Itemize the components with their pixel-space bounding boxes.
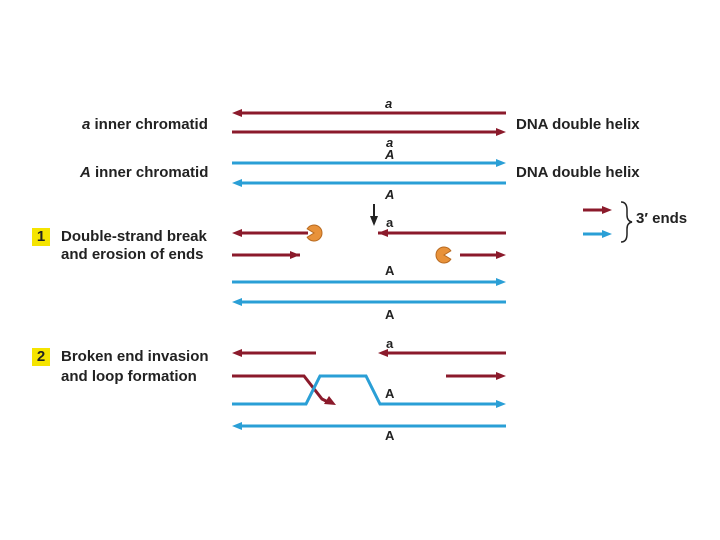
allele-A-top-2: A bbox=[385, 187, 395, 202]
blue-strand-step2-loop bbox=[232, 374, 500, 406]
A-allele-prefix: A bbox=[80, 164, 91, 181]
a-inner-chromatid-text: inner chromatid bbox=[90, 116, 208, 133]
dna-double-helix-label-1: DNA double helix bbox=[516, 116, 640, 133]
blue-strand-step1-upper-arrowhead bbox=[496, 278, 506, 286]
step-2-line-2: and loop formation bbox=[61, 368, 197, 385]
a-inner-chromatid-label: a inner chromatid bbox=[82, 116, 208, 134]
diagram-marks bbox=[232, 109, 633, 430]
red-strand-step1-right-upper-end-arrowhead bbox=[378, 229, 388, 237]
step-1-line-2: and erosion of ends bbox=[61, 246, 204, 263]
step-1-line-1: Double-strand break bbox=[61, 228, 207, 245]
nuclease-left-icon bbox=[306, 224, 323, 242]
nuclease-right-icon bbox=[435, 246, 452, 264]
three-prime-ends-label: 3′ ends bbox=[636, 210, 688, 227]
dna-strands bbox=[232, 111, 606, 428]
red-strand-step2-invading-arrowhead bbox=[324, 396, 336, 405]
dna-double-helix-label-2: DNA double helix bbox=[516, 164, 640, 181]
blue-strand-step2-lower-arrowhead bbox=[232, 422, 242, 430]
red-strand-step1-left-lower-end-arrowhead bbox=[290, 251, 300, 259]
allele-A-step2-1: A bbox=[385, 386, 395, 401]
allele-A-top-1: A bbox=[385, 147, 395, 162]
blue-strand-step1-lower-arrowhead bbox=[232, 298, 242, 306]
legend-red-strand-arrowhead bbox=[602, 206, 612, 214]
red-strand-top-lower-arrowhead bbox=[496, 128, 506, 136]
a-allele-prefix: a bbox=[82, 116, 91, 133]
allele-A-step2-2: A bbox=[385, 428, 395, 443]
allele-A-step1-1: A bbox=[385, 263, 395, 278]
legend-brace bbox=[620, 201, 633, 243]
step-2-line-1: Broken end invasion bbox=[61, 348, 209, 365]
A-inner-chromatid-label: A inner chromatid bbox=[80, 164, 208, 182]
blue-strand-top-lower-arrowhead bbox=[232, 179, 242, 187]
allele-a-step2: a bbox=[386, 336, 394, 351]
red-strand-step2-left-upper-arrowhead bbox=[232, 349, 242, 357]
blue-strand-step2-loop-arrowhead bbox=[496, 400, 506, 408]
red-strand-top-upper-arrowhead bbox=[232, 109, 242, 117]
allele-a-top-2: a bbox=[386, 135, 394, 150]
A-inner-chromatid-text: inner chromatid bbox=[90, 164, 209, 181]
red-strand-step2-right-upper-arrowhead bbox=[378, 349, 388, 357]
break-indicator-arrowhead bbox=[370, 216, 378, 226]
allele-a-step1: a bbox=[386, 215, 394, 230]
blue-strand-top-upper-arrowhead bbox=[496, 159, 506, 167]
red-strand-step2-right-lower-arrowhead bbox=[496, 372, 506, 380]
allele-A-step1-2: A bbox=[385, 307, 395, 322]
step-1-badge: 1 bbox=[32, 228, 50, 246]
red-strand-step1-left-upper-arrowhead bbox=[232, 229, 242, 237]
step-2-badge: 2 bbox=[32, 348, 50, 366]
legend-blue-strand-arrowhead bbox=[602, 230, 612, 238]
allele-a-top-1: a bbox=[385, 96, 393, 111]
red-strand-step1-right-lower-arrowhead bbox=[496, 251, 506, 259]
